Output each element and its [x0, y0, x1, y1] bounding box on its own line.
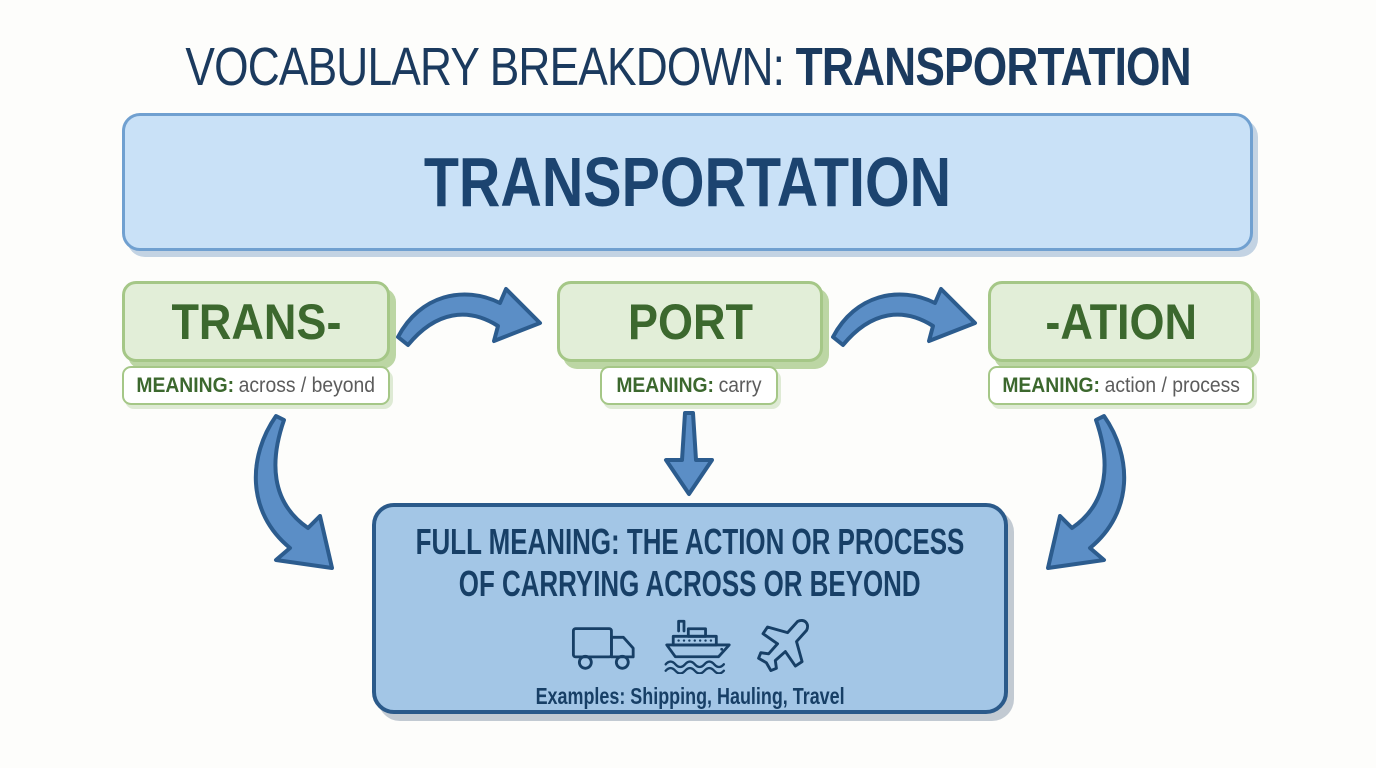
title-word: TRANSPORTATION [795, 37, 1192, 97]
curved-arrow-trans-down-icon [253, 414, 334, 570]
ship-icon [659, 618, 737, 674]
truck-icon [569, 621, 643, 671]
meaning-value: carry [718, 373, 762, 397]
meaning-box-ation: MEANING:action / process [988, 366, 1254, 405]
meaning-label: MEANING: [1002, 373, 1100, 397]
part-box-trans: TRANS- [122, 281, 390, 362]
main-word-text: TRANSPORTATION [423, 143, 952, 221]
page-title: VOCABULARY BREAKDOWN: TRANSPORTATION [0, 36, 1376, 98]
part-box-ation: -ATION [988, 281, 1254, 362]
title-prefix: VOCABULARY BREAKDOWN: [185, 37, 796, 97]
meaning-box-trans: MEANING:across / beyond [122, 366, 390, 405]
part-label-ation: -ATION [1045, 293, 1197, 350]
main-word-box: TRANSPORTATION [122, 113, 1253, 251]
meaning-label: MEANING: [136, 373, 235, 397]
meaning-box-port: MEANING:carry [600, 366, 778, 405]
meaning-value: action / process [1104, 373, 1240, 397]
curved-arrow-ation-down-icon [1046, 414, 1127, 570]
examples-text: Examples: Shipping, Hauling, Travel [535, 682, 845, 709]
full-meaning-line1: FULL MEANING: THE ACTION OR PROCESS [415, 521, 965, 562]
part-box-port: PORT [557, 281, 823, 362]
meaning-label: MEANING: [616, 373, 715, 397]
curved-arrow-trans-to-port-icon [396, 287, 542, 347]
curved-arrow-port-to-ation-icon [831, 287, 977, 347]
transport-icons-row [569, 615, 811, 677]
airplane-icon [753, 617, 811, 675]
part-label-port: PORT [627, 293, 753, 350]
meaning-value: across / beyond [238, 373, 376, 397]
part-label-trans: TRANS- [171, 293, 341, 350]
straight-arrow-port-down-icon [664, 411, 714, 496]
full-meaning-line2: OF CARRYING ACROSS OR BEYOND [459, 562, 921, 604]
full-meaning-box: FULL MEANING: THE ACTION OR PROCESS OF C… [372, 503, 1008, 714]
